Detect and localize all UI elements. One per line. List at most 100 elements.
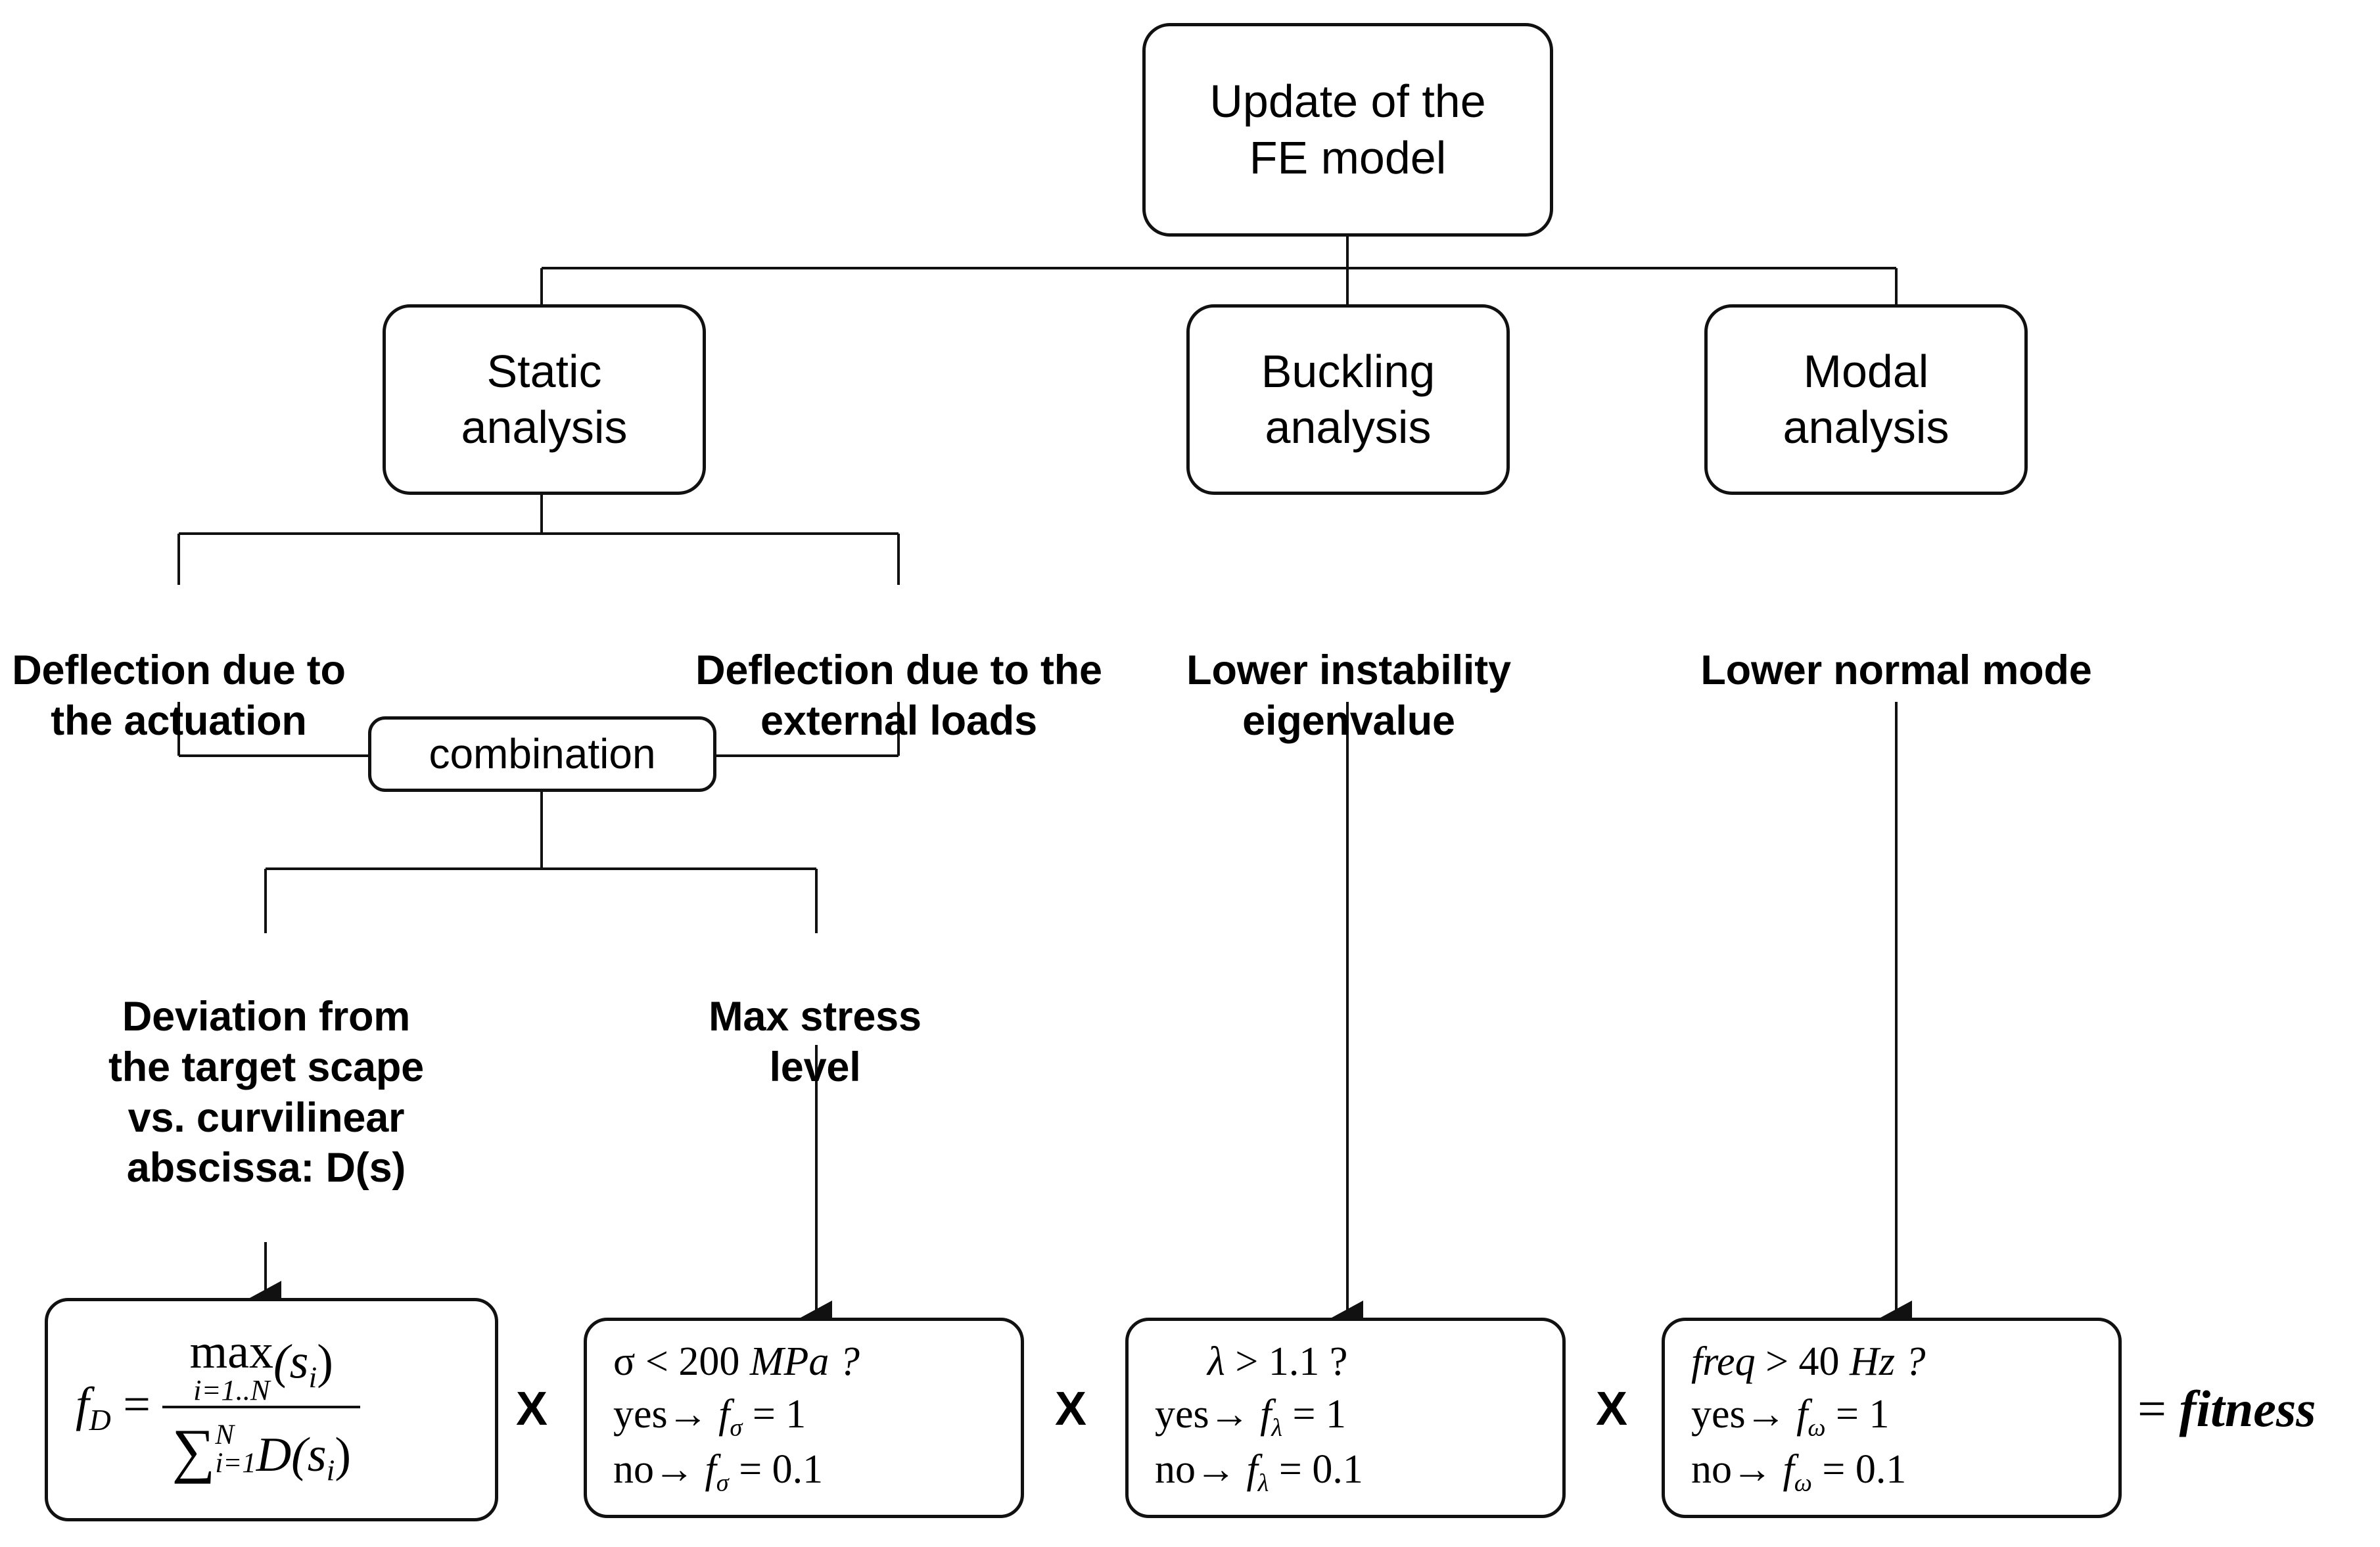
formula-fd-den-close: ) (335, 1428, 352, 1483)
formula-stress-yes-var: f (718, 1391, 730, 1437)
formula-fd-max-operator: max i=1..N (190, 1328, 273, 1406)
result-fitness-label: fitness (2179, 1380, 2316, 1437)
formula-stress-no-label: no (613, 1447, 654, 1492)
node-combination[interactable]: combination (368, 716, 716, 792)
node-modal-analysis[interactable]: Modal analysis (1704, 304, 2028, 495)
formula-buckling-no-var-sub: λ (1257, 1469, 1269, 1497)
formula-buckling-no-var: f (1246, 1447, 1258, 1492)
formula-modal-yes-var: f (1796, 1391, 1808, 1437)
formula-modal-yes-arrow-icon: → (1745, 1391, 1786, 1437)
caption-lower-instability-label: Lower instability eigenvalue (1186, 647, 1511, 744)
formula-fd-sum-upper: N (215, 1420, 235, 1451)
formula-modal-no-var-sub: ω (1794, 1469, 1812, 1497)
node-static-analysis[interactable]: Static analysis (383, 304, 706, 495)
formula-buckling-no-label: no (1155, 1447, 1196, 1492)
formula-stress-no-arrow-icon: → (654, 1447, 695, 1492)
formula-stress-yes-branch: yes→ fσ = 1 (613, 1389, 806, 1444)
formula-fd-sum-sigma: ∑ (172, 1418, 216, 1485)
formula-buckling-yes-label: yes (1155, 1391, 1209, 1437)
result-equals-sign: = (2137, 1380, 2166, 1437)
formula-fd-sum-lower: i=1 (215, 1448, 256, 1479)
node-buckling-analysis[interactable]: Buckling analysis (1186, 304, 1510, 495)
formula-buckling-yes-var: f (1260, 1391, 1272, 1437)
formula-stress-yes-arrow-icon: → (667, 1391, 709, 1437)
formula-buckling-no-branch: no→ fλ = 0.1 (1155, 1444, 1363, 1499)
caption-lower-normal-mode: Lower normal mode (1660, 595, 2133, 696)
node-update-fe-model-label: Update of the FE model (1209, 76, 1486, 183)
formula-box-stress[interactable]: σ < 200 MPa ? yes→ fσ = 1 no→ fσ = 0.1 (584, 1318, 1024, 1518)
operator-multiply-3: X (1596, 1385, 1627, 1433)
formula-modal-no-label: no (1691, 1447, 1732, 1492)
formula-modal-no-value: = 0.1 (1822, 1447, 1907, 1492)
formula-buckling-yes-arrow-icon: → (1209, 1391, 1250, 1437)
formula-stress-question: σ < 200 MPa ? (613, 1336, 860, 1388)
formula-buckling-relation: > 1.1 (1235, 1339, 1320, 1385)
formula-buckling-symbol: λ (1207, 1339, 1225, 1385)
operator-multiply-1: X (516, 1385, 548, 1433)
formula-modal-yes-var-sub: ω (1808, 1413, 1826, 1441)
formula-stress-no-var: f (705, 1447, 716, 1492)
formula-modal-symbol: freq (1691, 1339, 1756, 1385)
formula-modal-yes-branch: yes→ fω = 1 (1691, 1389, 1890, 1444)
formula-stress-no-branch: no→ fσ = 0.1 (613, 1444, 823, 1499)
formula-buckling-question: λ > 1.1 ? (1155, 1336, 1347, 1388)
formula-modal-yes-label: yes (1691, 1391, 1746, 1437)
formula-stress-no-var-sub: σ (716, 1469, 729, 1497)
formula-modal-relation: > 40 (1765, 1339, 1840, 1385)
formula-stress-relation: < 200 (645, 1339, 740, 1385)
formula-modal-unit: Hz ? (1850, 1339, 1926, 1385)
formula-modal-no-arrow-icon: → (1732, 1447, 1773, 1492)
formula-stress-no-value: = 0.1 (739, 1447, 824, 1492)
operator-multiply-2-symbol: X (1055, 1383, 1087, 1435)
caption-lower-normal-mode-label: Lower normal mode (1700, 647, 2092, 693)
formula-fd-arg-open: (s (273, 1335, 309, 1389)
formula-fd-numerator: max i=1..N (si) (162, 1328, 361, 1409)
formula-stress-unit: MPa ? (749, 1339, 860, 1385)
formula-box-modal[interactable]: freq > 40 Hz ? yes→ fω = 1 no→ fω = 0.1 (1662, 1318, 2122, 1518)
formula-box-buckling[interactable]: λ > 1.1 ? yes→ fλ = 1 no→ fλ = 0.1 (1125, 1318, 1566, 1518)
operator-multiply-1-symbol: X (516, 1383, 548, 1435)
caption-max-stress-level-label: Max stress level (709, 993, 922, 1090)
formula-fd-arg-sub: i (308, 1360, 317, 1395)
caption-lower-instability: Lower instability eigenvalue (1165, 595, 1533, 747)
caption-max-stress-level: Max stress level (657, 941, 973, 1093)
formula-fd-lhs: f (76, 1377, 89, 1432)
formula-buckling-unit: ? (1329, 1339, 1348, 1385)
operator-multiply-2: X (1055, 1385, 1086, 1433)
formula-buckling-yes-value: = 1 (1292, 1391, 1347, 1437)
formula-modal-no-branch: no→ fω = 0.1 (1691, 1444, 1906, 1499)
formula-fd-lhs-sub: D (89, 1403, 111, 1437)
caption-deviation-target-scape-label: Deviation from the target scape vs. curv… (108, 993, 424, 1191)
formula-modal-question: freq > 40 Hz ? (1691, 1336, 1925, 1388)
formula-stress-yes-label: yes (613, 1391, 668, 1437)
formula-stress-yes-var-sub: σ (730, 1413, 743, 1441)
node-static-analysis-label: Static analysis (461, 345, 628, 453)
node-buckling-analysis-label: Buckling analysis (1261, 345, 1435, 453)
caption-deflection-actuation-label: Deflection due to the actuation (12, 647, 346, 744)
formula-buckling-yes-branch: yes→ fλ = 1 (1155, 1389, 1346, 1444)
operator-multiply-3-symbol: X (1596, 1383, 1628, 1435)
formula-buckling-yes-var-sub: λ (1271, 1413, 1283, 1441)
result-equals-fitness: = fitness (2137, 1383, 2316, 1435)
formula-fd-max-limit: i=1..N (193, 1373, 270, 1406)
formula-modal-no-var: f (1783, 1447, 1794, 1492)
node-combination-label: combination (429, 730, 656, 778)
formula-buckling-no-arrow-icon: → (1196, 1447, 1236, 1492)
formula-fd-arg-close: ) (317, 1335, 333, 1389)
formula-stress-symbol: σ (613, 1339, 636, 1385)
formula-fd-den-body: D(s (256, 1428, 327, 1483)
caption-deflection-external: Deflection due to the external loads (684, 595, 1114, 747)
formula-modal-yes-value: = 1 (1836, 1391, 1890, 1437)
caption-deviation-target-scape: Deviation from the target scape vs. curv… (92, 941, 440, 1193)
node-modal-analysis-label: Modal analysis (1783, 345, 1949, 453)
formula-fd-den-sub: i (326, 1453, 335, 1487)
node-update-fe-model[interactable]: Update of the FE model (1142, 23, 1553, 237)
